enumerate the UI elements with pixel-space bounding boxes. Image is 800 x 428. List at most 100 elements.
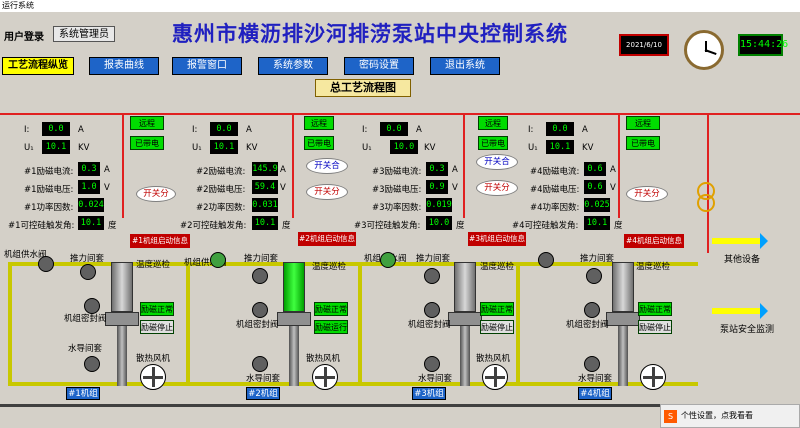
start-info-button[interactable]: #2机组启动信息 xyxy=(298,232,356,246)
pump-shaft xyxy=(117,326,127,386)
exc-stop-indicator: 励磁停止 xyxy=(140,320,174,334)
station-monitor-label[interactable]: 泵站安全监测 xyxy=(720,325,775,335)
exc-voltage-value: 0.9 xyxy=(426,180,448,194)
seal-valve-label: 机组密封阀 xyxy=(566,320,609,330)
water-pump-label: 水导间套 xyxy=(246,374,281,384)
exc-voltage-label: #3励磁电压: xyxy=(372,185,422,195)
seal-valve-icon[interactable] xyxy=(84,298,100,314)
main-panel: 用户登录 系统管理员 惠州市横沥排沙河排涝泵站中央控制系统 2021/6/10 … xyxy=(0,12,800,428)
water-pump-label: 水导间套 xyxy=(418,374,453,384)
switch-state[interactable]: 开关分 xyxy=(626,186,668,202)
exc-stop-indicator: 励磁停止 xyxy=(638,320,672,334)
thrust-pump-icon[interactable] xyxy=(424,268,440,284)
current-value: 0.0 xyxy=(380,122,408,136)
voltage-value: 10.1 xyxy=(210,140,238,154)
pump-hub xyxy=(105,312,139,326)
remote-button[interactable]: 远程 xyxy=(130,116,164,130)
thrust-pump-icon[interactable] xyxy=(586,268,602,284)
unit-label[interactable]: #4机组 xyxy=(578,387,612,400)
current-value: 0.0 xyxy=(210,122,238,136)
trigger-angle-value: 10.0 xyxy=(426,216,452,230)
time-display: 15:44:26 xyxy=(738,34,788,56)
fan-icon[interactable] xyxy=(312,364,338,390)
unit-V: V xyxy=(610,183,616,193)
switch-state-2[interactable]: 开关分 xyxy=(306,184,348,200)
supply-valve-label: 机组供水阀 xyxy=(4,250,47,260)
supply-valve-icon[interactable] xyxy=(210,252,226,268)
main-bus-line xyxy=(0,113,800,115)
exc-voltage-value: 0.6 xyxy=(584,180,606,194)
supply-valve-icon[interactable] xyxy=(538,252,554,268)
start-info-button[interactable]: #4机组启动信息 xyxy=(624,234,684,248)
remote-button[interactable]: 远程 xyxy=(626,116,660,130)
energized-indicator: 已带电 xyxy=(304,136,334,150)
fan-icon[interactable] xyxy=(140,364,166,390)
thrust-label: 推力间套 xyxy=(70,254,105,264)
unit-label[interactable]: #3机组 xyxy=(412,387,446,400)
seal-valve-icon[interactable] xyxy=(584,302,600,318)
user-login-label[interactable]: 用户登录 xyxy=(4,32,44,43)
personalize-toast[interactable]: S 个性设置，点我看看 xyxy=(660,404,800,428)
trigger-angle-value: 10.1 xyxy=(252,216,278,230)
exc-current-label: #1励磁电流: xyxy=(24,167,74,177)
nav-exit-system[interactable]: 退出系统 xyxy=(430,57,500,75)
switch-state[interactable]: 开关分 xyxy=(136,186,176,202)
start-info-button[interactable]: #3机组启动信息 xyxy=(468,232,526,246)
current-label: I: xyxy=(362,125,368,135)
bottom-bar xyxy=(0,404,800,407)
voltage-value: 10.1 xyxy=(546,140,574,154)
fan-icon[interactable] xyxy=(482,364,508,390)
thrust-pump-icon[interactable] xyxy=(80,264,96,280)
nav-system-params[interactable]: 系统参数 xyxy=(258,57,328,75)
station-monitor-arrow xyxy=(712,303,768,319)
unit-A: A xyxy=(582,125,588,135)
power-factor-label: #3功率因数: xyxy=(372,203,422,213)
nav-process-overview[interactable]: 工艺流程纵览 xyxy=(2,57,74,75)
app-logo-icon: S xyxy=(664,410,677,423)
nav-report-curve[interactable]: 报表曲线 xyxy=(89,57,159,75)
water-pump-icon[interactable] xyxy=(424,356,440,372)
seal-valve-icon[interactable] xyxy=(252,302,268,318)
water-pump-label: 水导间套 xyxy=(68,344,103,354)
water-pump-icon[interactable] xyxy=(84,356,100,372)
other-equipment-label[interactable]: 其他设备 xyxy=(724,255,761,265)
remote-button[interactable]: 远程 xyxy=(478,116,508,130)
nav-password-settings[interactable]: 密码设置 xyxy=(344,57,414,75)
nav-alarm-window[interactable]: 报警窗口 xyxy=(172,57,242,75)
switch-state[interactable]: 开关合 xyxy=(476,154,518,170)
pump-hub xyxy=(448,312,482,326)
pump-shaft xyxy=(618,326,628,386)
unit-A: A xyxy=(416,125,422,135)
seal-valve-icon[interactable] xyxy=(424,302,440,318)
energized-indicator: 已带电 xyxy=(130,136,164,150)
remote-button[interactable]: 远程 xyxy=(304,116,334,130)
supply-valve-icon[interactable] xyxy=(380,252,396,268)
trigger-angle-label: #4可控硅触发角: xyxy=(512,221,579,231)
power-factor-label: #2功率因数: xyxy=(196,203,246,213)
thrust-pump-icon[interactable] xyxy=(252,268,268,284)
seal-valve-label: 机组密封阀 xyxy=(408,320,451,330)
clock-icon xyxy=(684,30,724,70)
unit-KV: KV xyxy=(424,143,436,153)
current-value: 0.0 xyxy=(546,122,574,136)
current-label: I: xyxy=(192,125,198,135)
unit-label[interactable]: #1机组 xyxy=(66,387,100,400)
fan-icon[interactable] xyxy=(640,364,666,390)
switch-state-2[interactable]: 开关分 xyxy=(476,180,518,196)
exc-current-label: #3励磁电流: xyxy=(372,167,422,177)
supply-valve-icon[interactable] xyxy=(38,256,54,272)
unit-label[interactable]: #2机组 xyxy=(246,387,280,400)
exc-normal-indicator: 励磁正常 xyxy=(140,302,174,316)
switch-state[interactable]: 开关合 xyxy=(306,158,348,174)
trigger-angle-value: 10.1 xyxy=(584,216,610,230)
unit-A: A xyxy=(280,165,286,175)
water-pump-icon[interactable] xyxy=(584,356,600,372)
pump-shaft xyxy=(460,326,470,386)
exc-normal-indicator: 励磁正常 xyxy=(480,302,514,316)
unit-deg: 度 xyxy=(282,221,291,231)
trigger-angle-label: #3可控硅触发角: xyxy=(354,221,421,231)
water-pump-icon[interactable] xyxy=(252,356,268,372)
start-info-button[interactable]: #1机组启动信息 xyxy=(130,234,190,248)
seal-valve-label: 机组密封阀 xyxy=(236,320,279,330)
unit-deg: 度 xyxy=(108,221,117,231)
